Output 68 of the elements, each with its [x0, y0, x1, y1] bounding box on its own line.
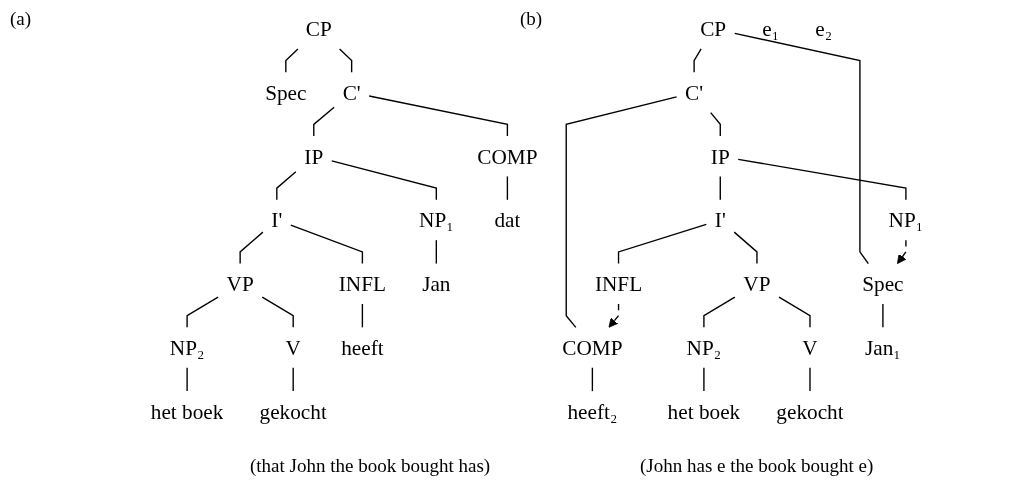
- connector: [882, 303, 884, 329]
- node-text: IP: [304, 144, 324, 168]
- connector: [591, 367, 594, 392]
- node-text: NP₁: [419, 208, 454, 232]
- node-text: I': [271, 208, 283, 232]
- node-text: INFL: [338, 272, 387, 296]
- panel-label: (a): [10, 8, 32, 30]
- gloss-text: (John has e the book bought e): [640, 455, 874, 477]
- connector: [186, 296, 219, 329]
- connector: [338, 48, 353, 73]
- panel-label: (b): [520, 8, 543, 30]
- node-text: het boek: [150, 399, 224, 423]
- node-text: e₂: [815, 17, 833, 41]
- connector: [368, 95, 509, 137]
- node-text: gekocht: [776, 399, 844, 423]
- connector: [703, 296, 736, 329]
- node-text: C': [342, 80, 361, 105]
- node-text: V: [285, 335, 301, 360]
- node-text: dat: [494, 208, 521, 232]
- node-text: gekocht: [259, 399, 327, 423]
- node-text: I': [714, 208, 726, 232]
- connector: [617, 223, 707, 265]
- connector: [693, 48, 702, 73]
- connector: [565, 96, 678, 329]
- connector: [435, 239, 437, 265]
- node-text: Jan: [422, 272, 451, 296]
- connector: [261, 296, 294, 329]
- connector: [361, 303, 364, 329]
- node-text: NP₂: [169, 335, 205, 360]
- connector: [292, 367, 294, 392]
- node-text: V: [802, 335, 818, 360]
- node-text: het boek: [667, 399, 741, 423]
- node-text: INFL: [594, 272, 643, 296]
- connector: [778, 296, 811, 329]
- node-text: CP: [305, 17, 332, 41]
- connector: [734, 32, 870, 265]
- connector: [331, 160, 437, 201]
- node-text: VP: [226, 272, 254, 296]
- node-text: VP: [743, 272, 771, 296]
- connector: [719, 175, 721, 201]
- node-text: heeft: [341, 335, 384, 360]
- node-text: NP₁: [888, 208, 924, 232]
- node-text: Spec: [265, 80, 307, 105]
- node-text: Spec: [862, 272, 904, 296]
- arrow: [608, 303, 620, 328]
- node-text: C': [685, 80, 704, 105]
- connector: [285, 48, 299, 73]
- connector: [733, 231, 758, 265]
- gloss-text: (that John the book bought has): [250, 455, 491, 477]
- arrow: [897, 239, 907, 264]
- node-text: heeft₂: [567, 399, 618, 423]
- connector: [506, 175, 509, 201]
- connector: [313, 106, 335, 137]
- node-text: COMP: [562, 335, 623, 360]
- connector: [710, 111, 721, 137]
- node-text: CP: [700, 17, 727, 41]
- connector: [186, 367, 188, 392]
- node-text: NP₂: [686, 335, 722, 360]
- connector: [809, 367, 811, 392]
- connector: [290, 224, 364, 265]
- node-text: e₁: [762, 17, 780, 41]
- node-text: COMP: [477, 144, 538, 168]
- connector: [737, 158, 907, 201]
- node-text: Jan₁: [865, 335, 901, 360]
- node-text: IP: [710, 144, 730, 168]
- connector: [239, 231, 264, 265]
- connector: [703, 367, 705, 392]
- connector: [276, 171, 297, 201]
